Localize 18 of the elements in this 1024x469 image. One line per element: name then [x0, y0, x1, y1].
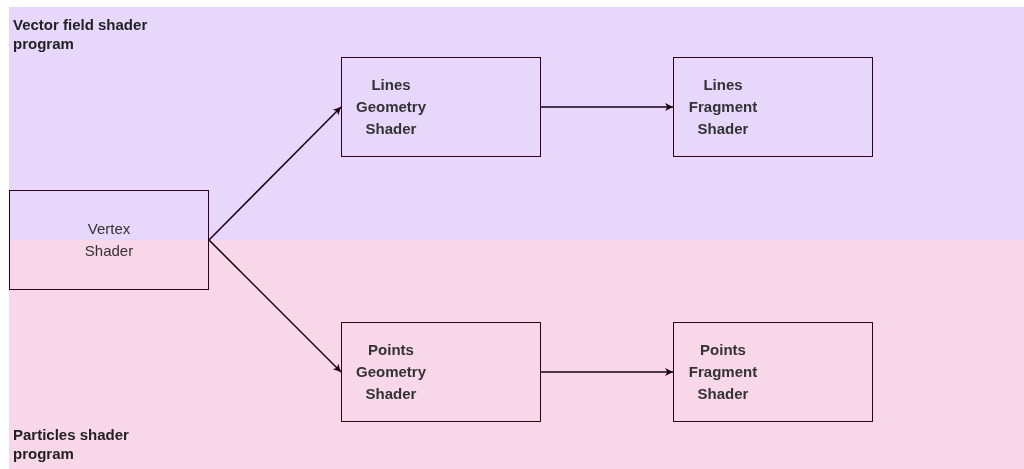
group-band — [9, 240, 1024, 469]
process-box — [673, 57, 873, 157]
box-label: Vertex Shader — [83, 219, 135, 261]
arrow — [208, 106, 342, 241]
box-label: Points Geometry Shader — [355, 340, 427, 404]
process-box — [341, 57, 541, 157]
box-label: Lines Fragment Shader — [687, 75, 759, 139]
arrow — [540, 368, 674, 376]
box-label: Lines Geometry Shader — [355, 75, 427, 139]
process-box — [673, 322, 873, 422]
group-band — [9, 7, 1024, 240]
group-title: Vector field shader program — [13, 15, 149, 53]
process-box — [341, 322, 541, 422]
group-title: Particles shader program — [13, 425, 130, 463]
box-label: Points Fragment Shader — [687, 340, 759, 404]
arrow — [540, 103, 674, 111]
arrow — [208, 239, 342, 373]
process-box — [9, 190, 209, 290]
